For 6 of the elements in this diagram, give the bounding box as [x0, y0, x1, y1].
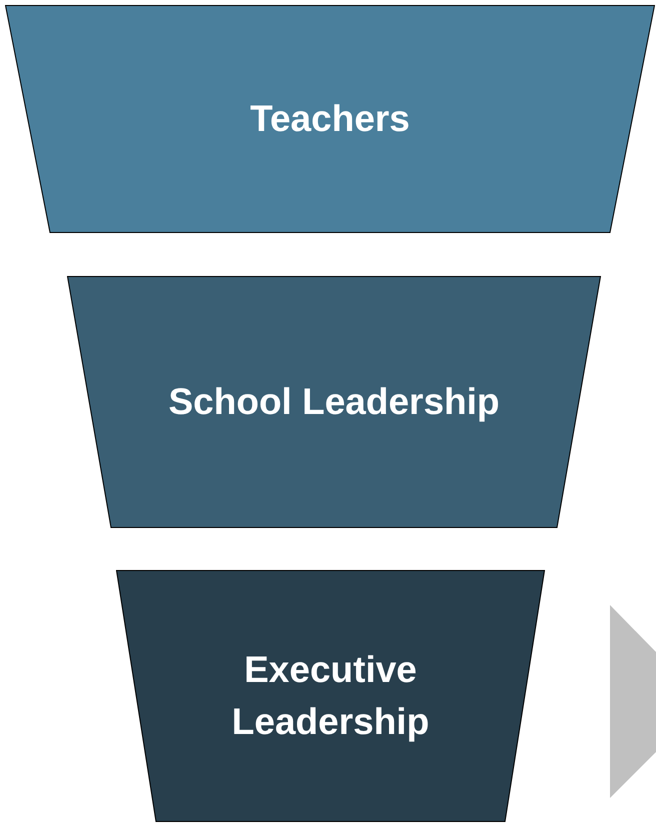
segment-label: Executive Leadership: [232, 649, 430, 742]
segment-label: School Leadership: [168, 381, 500, 422]
funnel-segment: [116, 570, 545, 822]
segment-label: Teachers: [250, 98, 410, 139]
funnel-segment: [5, 5, 655, 233]
funnel-segment: [67, 276, 601, 528]
